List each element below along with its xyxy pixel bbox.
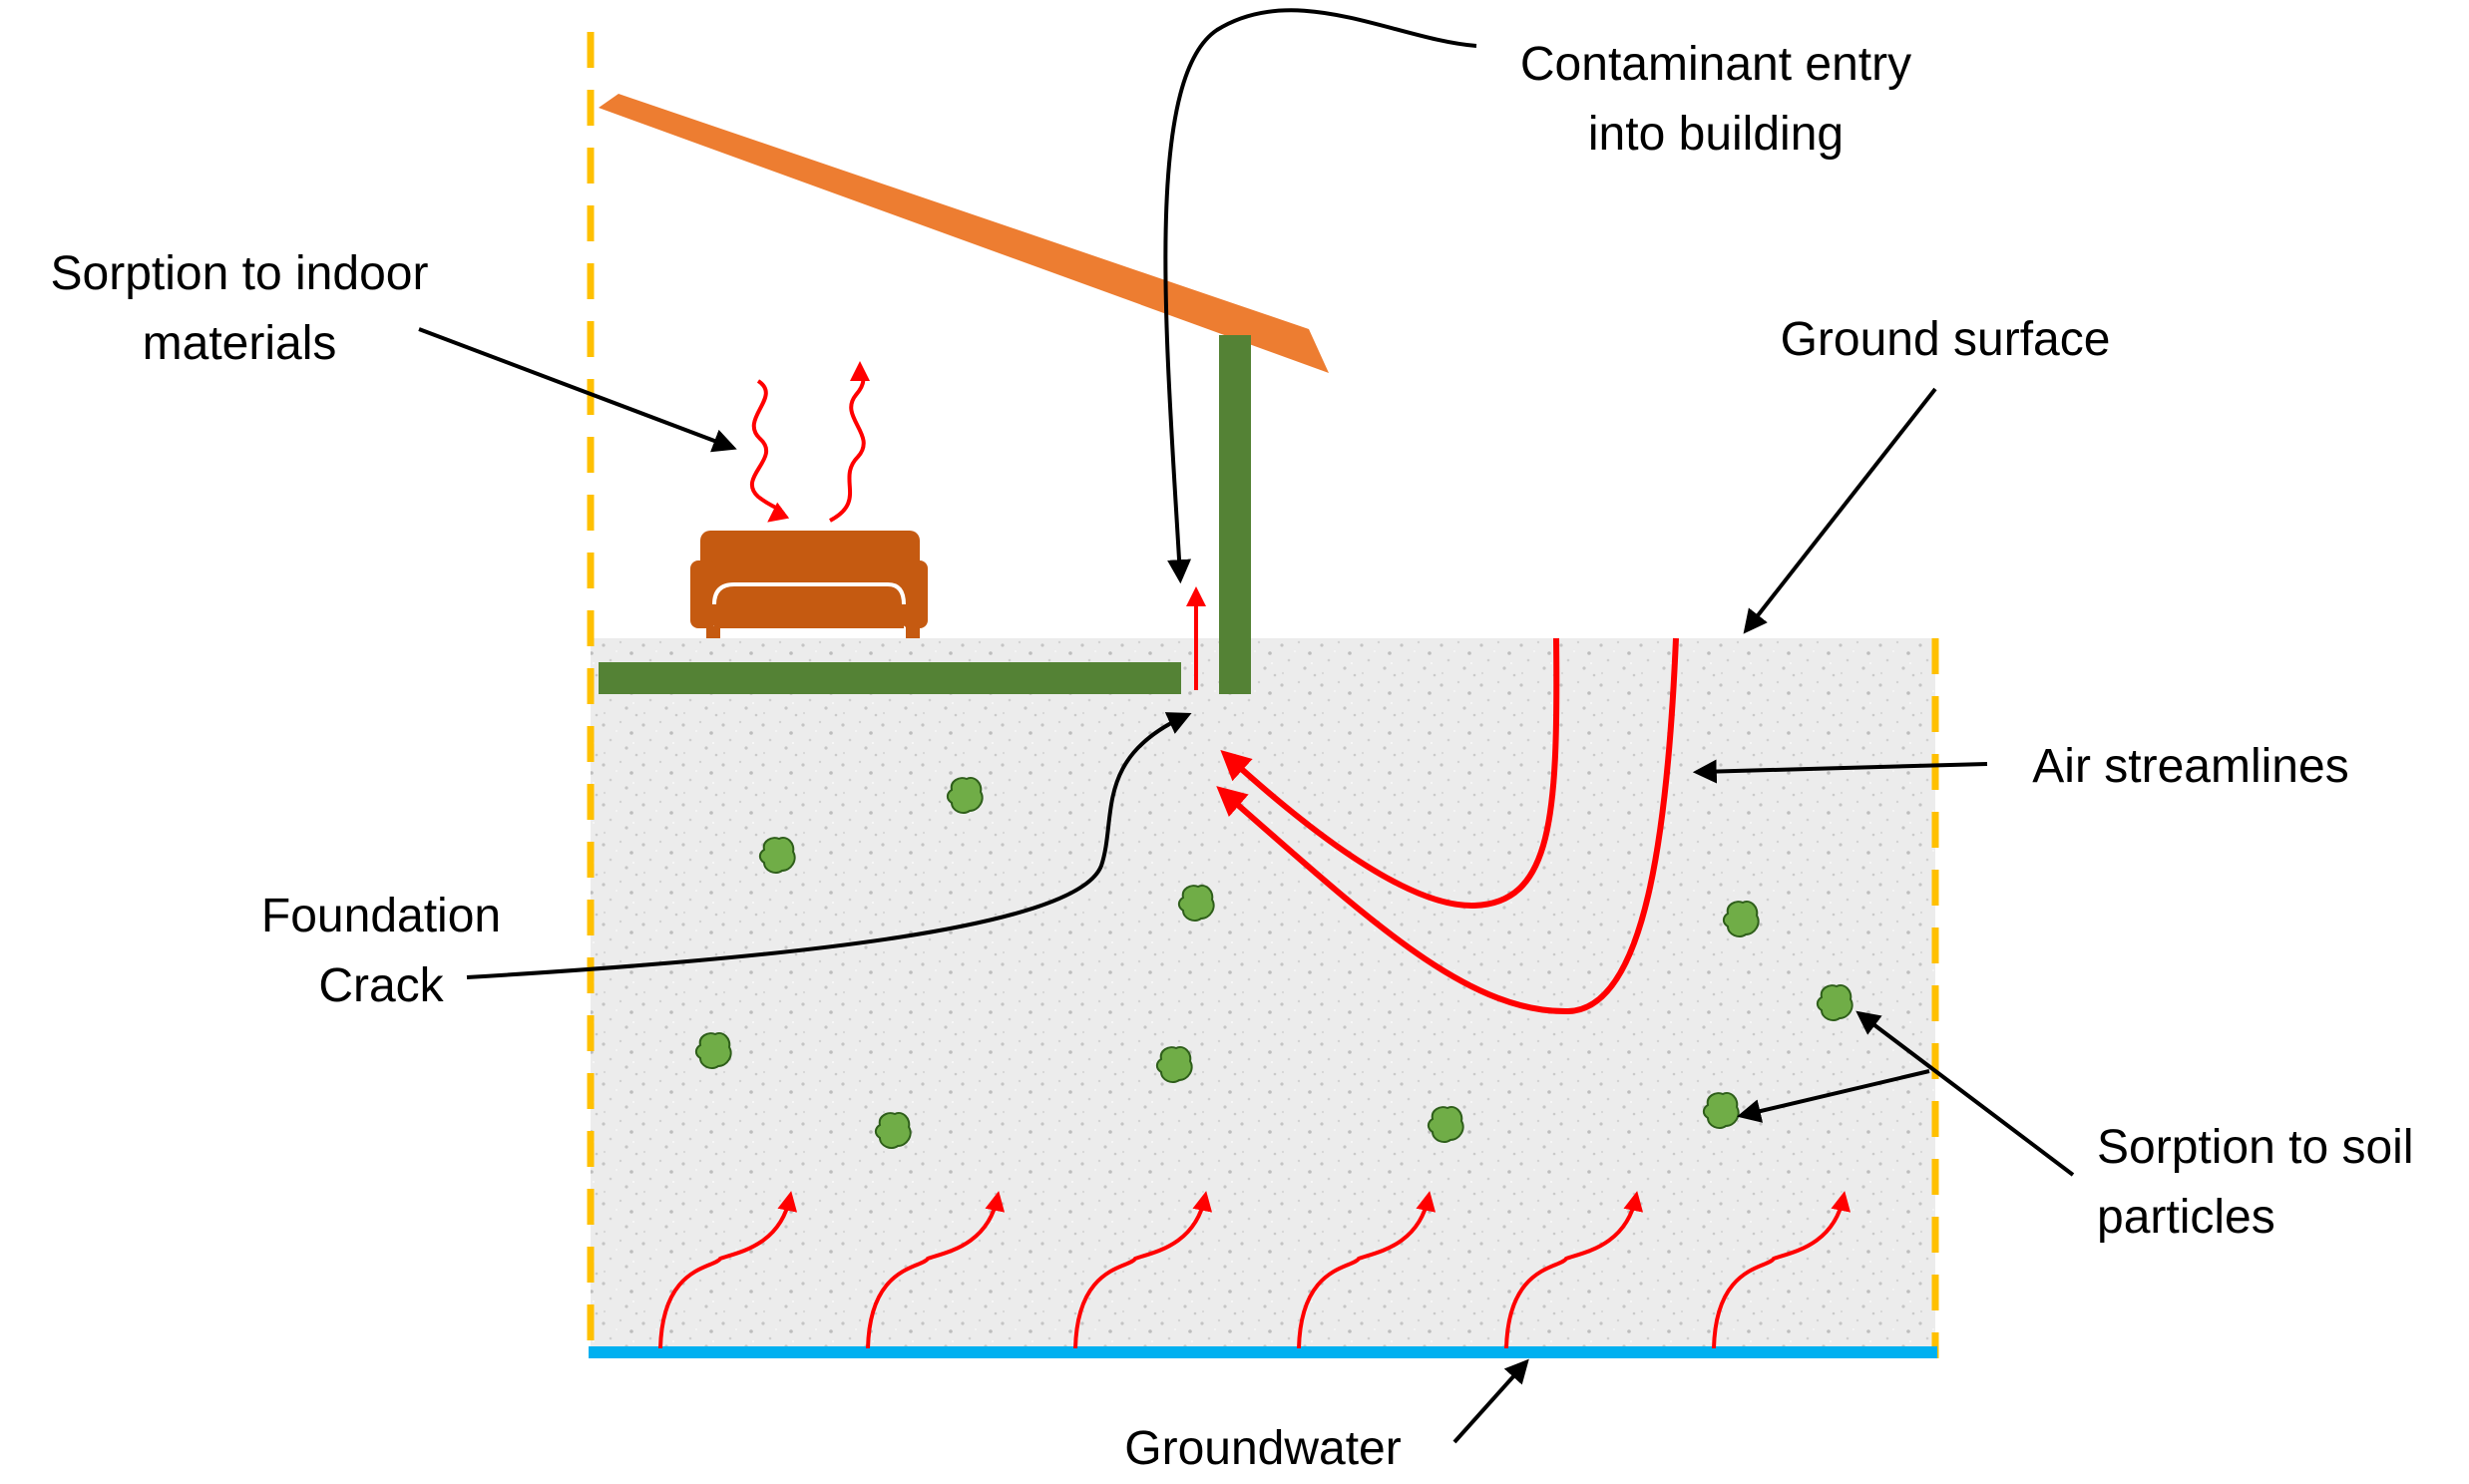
label-sorption-soil-1: Sorption to soil <box>2097 1121 2414 1174</box>
soil-region <box>591 638 1935 1352</box>
soil-particle-icon <box>1722 901 1760 938</box>
soil-particle-icon <box>694 1032 732 1070</box>
flow-arrow-icon <box>1504 1191 1644 1349</box>
leader-contaminant-entry <box>1163 8 1477 584</box>
foundation-slab <box>599 662 1181 694</box>
flow-arrow-icon <box>658 1191 798 1349</box>
building-wall <box>1219 335 1251 694</box>
leader-foundation-crack <box>466 712 1192 979</box>
label-sorption-indoor-2: materials <box>143 317 337 370</box>
label-ground-surface: Ground surface <box>1781 313 2111 366</box>
flow-arrow-icon <box>866 1191 1006 1349</box>
soil-particle-icon <box>1155 1046 1193 1084</box>
label-foundation-crack-1: Foundation <box>261 890 501 942</box>
label-contaminant-entry-2: into building <box>1588 108 1844 161</box>
flow-arrow-icon <box>1073 1191 1213 1349</box>
leader-groundwater <box>1452 1358 1529 1444</box>
label-contaminant-entry-1: Contaminant entry <box>1520 38 1911 91</box>
leader-sorption-soil-1 <box>1855 1010 2075 1177</box>
sofa-icon <box>690 531 928 638</box>
soil-particle-icon <box>758 837 796 875</box>
groundwater-flow-arrows <box>658 1191 1852 1349</box>
label-sorption-soil-2: particles <box>2097 1191 2275 1244</box>
leader-sorption-indoor <box>418 327 737 453</box>
flow-arrow-icon <box>1297 1191 1437 1349</box>
leader-sorption-soil-2 <box>1736 1069 1930 1123</box>
soil-particle-icon <box>874 1112 912 1150</box>
flow-arrow-icon <box>1712 1191 1852 1349</box>
soil-particle-icon <box>1702 1092 1740 1130</box>
indoor-sorption-arrow-2 <box>829 361 871 523</box>
label-air-streamlines: Air streamlines <box>2032 740 2348 793</box>
air-streamline-1 <box>1220 637 1560 910</box>
label-groundwater: Groundwater <box>1124 1422 1401 1475</box>
soil-particle-icon <box>1816 984 1853 1022</box>
soil-particle-icon <box>1427 1106 1464 1144</box>
leader-ground-surface <box>1743 387 1937 634</box>
roof <box>599 94 1329 373</box>
air-streamline-2 <box>1216 637 1679 1015</box>
soil-particle-icon <box>1177 885 1215 923</box>
soil-particle-icon <box>946 777 984 815</box>
indoor-sorption-arrow-1 <box>749 379 790 523</box>
leader-air-streamlines <box>1692 759 1988 784</box>
label-sorption-indoor-1: Sorption to indoor <box>51 247 429 300</box>
label-foundation-crack-2: Crack <box>318 959 444 1012</box>
